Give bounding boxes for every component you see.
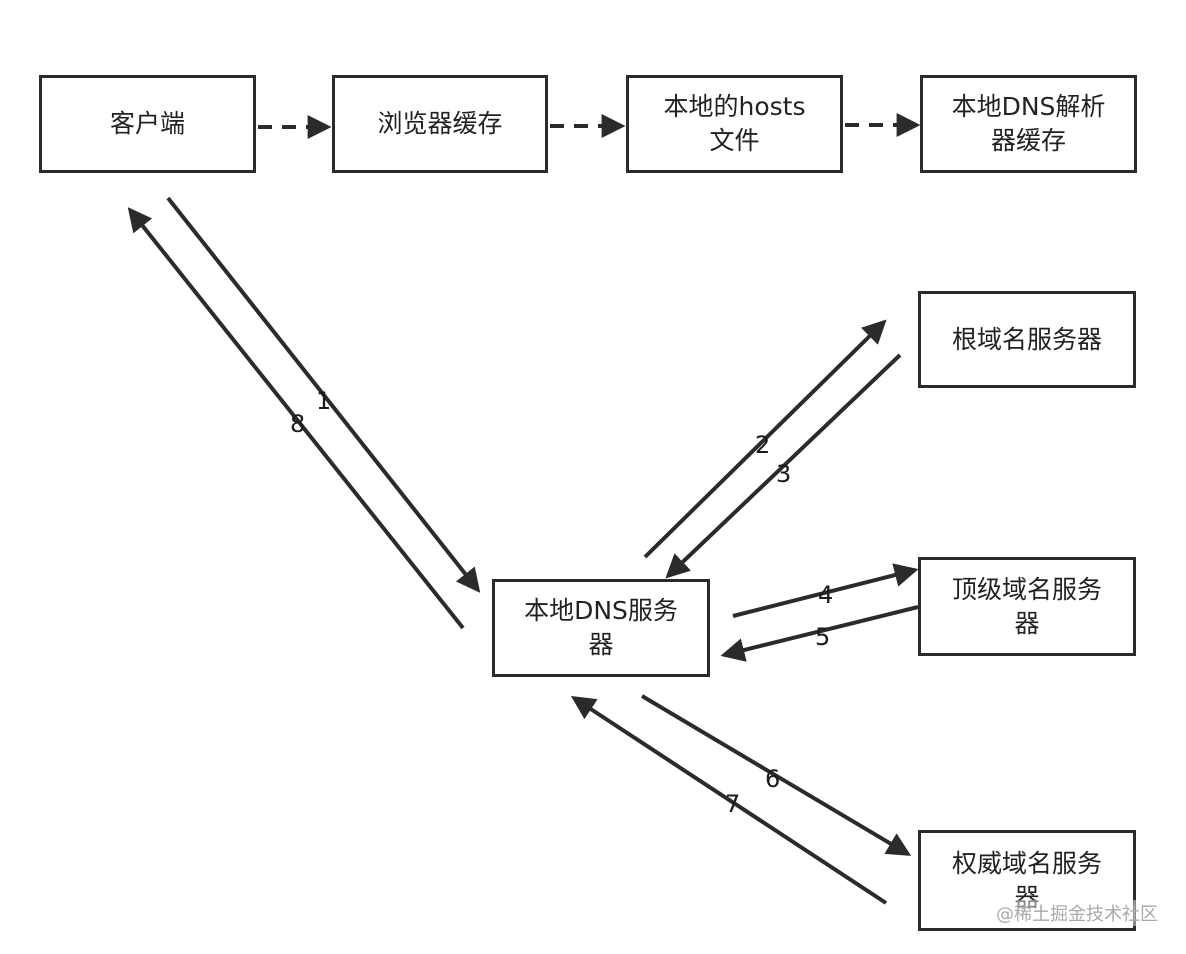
step-label-3: 3 — [776, 460, 792, 488]
browser-cache-node: 浏览器缓存 — [332, 75, 548, 173]
hosts-file-node: 本地的hosts 文件 — [626, 75, 843, 173]
arrow-step-5 — [720, 605, 919, 662]
local-dns-server-node: 本地DNS服务 器 — [492, 579, 710, 677]
watermark-text: @稀土掘金技术社区 — [994, 900, 1160, 926]
step-label-4: 4 — [818, 581, 834, 609]
local-dns-cache-node: 本地DNS解析 器缓存 — [920, 75, 1137, 173]
step-label-7: 7 — [725, 790, 741, 818]
authoritative-server-node: 权威域名服务 器 — [918, 830, 1136, 931]
arrow-step-6 — [640, 694, 912, 856]
arrow-step-7 — [570, 696, 888, 905]
arrow-step-3 — [665, 353, 902, 579]
tld-server-node: 顶级域名服务 器 — [918, 557, 1136, 656]
root-server-node: 根域名服务器 — [918, 291, 1136, 388]
step-label-6: 6 — [765, 765, 781, 793]
arrow-step-1 — [166, 196, 481, 593]
client-node: 客户端 — [39, 75, 256, 173]
arrow-step-8 — [127, 207, 465, 630]
step-label-5: 5 — [815, 623, 831, 651]
arrow-step-2 — [643, 319, 887, 559]
step-label-1: 1 — [316, 387, 332, 415]
arrow-step-4 — [732, 563, 919, 618]
step-label-2: 2 — [755, 431, 771, 459]
step-label-8: 8 — [290, 410, 306, 438]
